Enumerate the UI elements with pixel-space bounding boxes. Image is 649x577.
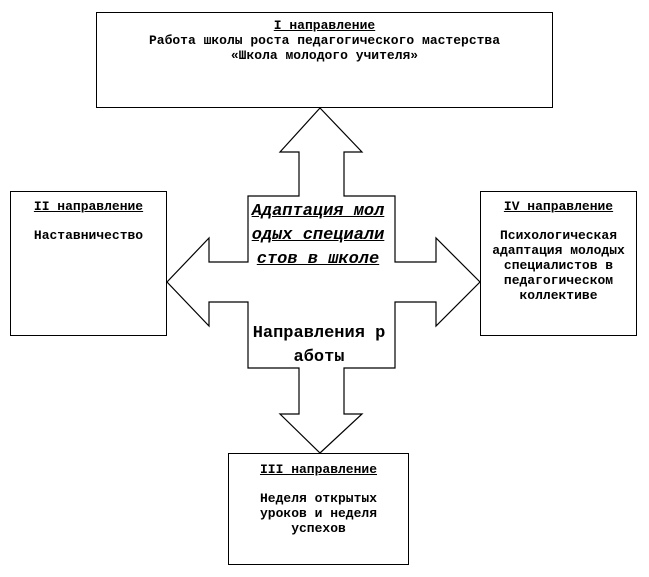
center-subtitle: Направления работы — [252, 324, 386, 367]
direction-top-text: Работа школы роста педагогического масте… — [148, 33, 501, 63]
direction-left-text: Наставничество — [33, 228, 144, 243]
direction-box-left: II направление Наставничество — [10, 191, 167, 336]
direction-right-heading: IV направление — [503, 199, 614, 214]
direction-bottom-heading: III направление — [259, 462, 378, 477]
direction-left-heading: II направление — [33, 199, 144, 214]
direction-right-text: Психологическая адаптация молодых специа… — [492, 228, 625, 303]
four-way-arrow — [166, 107, 481, 454]
center-title: Адаптация молодых специалистов в школе — [251, 202, 385, 269]
direction-bottom-text: Неделя открытых уроков и неделя успехов — [259, 491, 378, 536]
direction-box-top: I направление Работа школы роста педагог… — [96, 12, 553, 108]
direction-box-right: IV направление Психологическая адаптация… — [480, 191, 637, 336]
direction-box-bottom: III направление Неделя открытых уроков и… — [228, 453, 409, 565]
direction-top-heading: I направление — [273, 18, 376, 33]
